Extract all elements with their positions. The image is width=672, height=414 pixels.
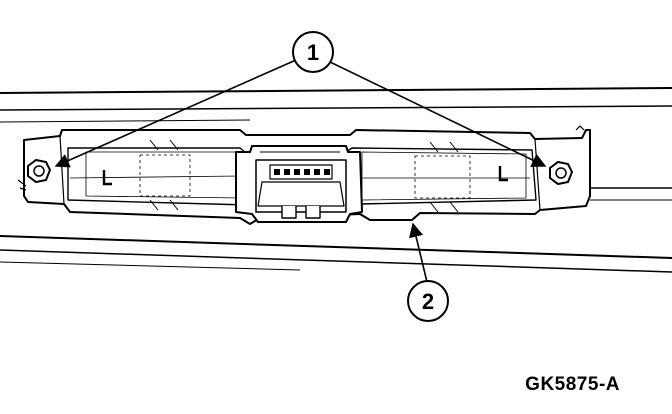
callout-leaders [54, 59, 547, 283]
electrical-connector [235, 145, 363, 223]
leader-1-left [54, 59, 297, 168]
l-markings [102, 166, 508, 186]
leader-1-right [329, 61, 547, 167]
callout-1: 1 [292, 31, 334, 73]
leader-2 [409, 222, 428, 283]
right-mounting-nut [549, 160, 574, 186]
figure-id: GK5875-A [525, 374, 620, 395]
callout-2-label: 2 [422, 289, 434, 314]
panel-rails [0, 87, 672, 273]
callout-2: 2 [407, 280, 449, 322]
connector-terminals [274, 169, 330, 175]
left-mounting-nut [17, 158, 52, 191]
callout-1-label: 1 [307, 40, 319, 65]
